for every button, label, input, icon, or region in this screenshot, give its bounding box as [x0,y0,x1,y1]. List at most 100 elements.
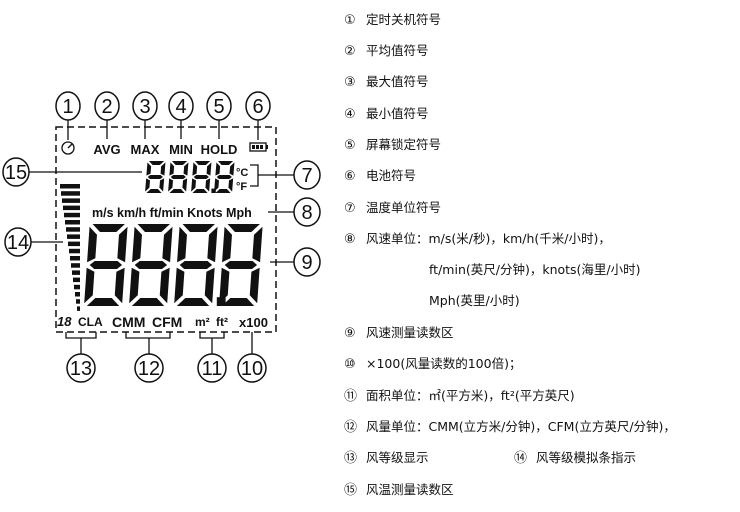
lcd-segment [192,162,198,176]
svg-text:1: 1 [62,96,73,118]
legend-text: 面积单位：㎡(平方米)，ft²(平方英尺) [366,388,575,403]
svg-text:11: 11 [202,358,223,380]
callout-13: 13 [65,332,97,383]
lcd-segment [84,267,95,304]
callout-5: 5 [206,91,232,139]
lcd-segment [159,178,165,192]
lcd-segment [87,226,97,263]
legend-item: ② 平均值符号 [344,43,429,60]
lcd-segment [228,178,234,192]
svg-text:14: 14 [7,232,29,254]
lcd-segment [169,162,175,176]
level-bar-segment [74,284,80,290]
legend-text: 最小值符号 [366,106,429,121]
legend-number: ⑭ [514,451,528,466]
legend-text: 平均值符号 [366,43,429,58]
m2-symbol: m² [195,315,210,329]
lcd-diagram: 1 2 3 4 5 6 AVG MAX MIN HOLD [2,91,321,383]
svg-text:8: 8 [301,202,312,224]
legend-number: ⑩ [344,357,356,372]
lcd-segment [221,298,255,306]
timer-icon [61,141,75,155]
svg-text:12: 12 [138,358,160,380]
lcd-segment [114,267,125,304]
lcd-segment [160,162,166,176]
level-bar-segment [65,220,80,225]
lcd-segment [222,226,232,263]
level-bar-segment [73,277,80,283]
lcd-segment [168,178,174,192]
wind-level-digit: 18 [57,314,72,329]
lcd-segment [131,298,165,306]
callout-14: 14 [4,227,63,257]
lcd-segment [171,161,188,165]
callout-2: 2 [94,91,120,139]
legend-number: ① [344,13,356,28]
lcd-segment [192,189,208,193]
lcd-segment [146,189,162,193]
callout-7: 7 [258,160,321,190]
level-bar-segment [69,248,80,254]
svg-text:5: 5 [213,96,224,118]
legend-number: ④ [344,107,356,122]
level-bar-segment [66,227,80,232]
lcd-segment [182,224,215,232]
lcd-segment [134,261,168,269]
level-bar-segment [68,241,80,247]
level-bar-segment [77,306,80,311]
lcd-segment [183,162,189,176]
legend-item: ④ 最小值符号 [344,106,429,123]
ft2-symbol: ft² [216,315,228,329]
legend-text: 风等级显示 [366,450,429,465]
legend-text: 风温测量读数区 [366,482,454,497]
svg-text:6: 6 [252,96,263,118]
callout-10: 10 [237,332,267,383]
lcd-frame [55,126,277,333]
legend-number: ⑨ [344,326,356,341]
lcd-segment [162,226,173,263]
lcd-segment [191,178,197,192]
legend-text: 最大值符号 [366,74,429,89]
svg-text:7: 7 [301,165,312,187]
lcd-segment [207,226,218,263]
lcd-segment [204,267,215,304]
legend-text: ×100(风量读数的100倍)； [366,356,522,371]
cfm-symbol: CFM [152,314,182,330]
wind-speed-reading-digits [84,224,263,306]
lcd-segment [177,226,187,263]
level-bar-segment [72,270,80,275]
level-bar-segment [67,234,80,239]
wind-level-bar [60,184,80,311]
callout-3: 3 [132,91,158,139]
svg-text:3: 3 [139,96,150,118]
lcd-segment [92,224,125,232]
battery-icon [249,142,268,152]
lcd-segment [117,226,128,263]
legend-text: 屏幕锁定符号 [366,137,442,152]
level-bar-segment [75,292,80,297]
level-bar-segment [76,299,80,304]
hold-symbol: HOLD [201,142,238,157]
lcd-segment [147,175,163,179]
legend-number: ⑬ [344,451,358,466]
max-symbol: MAX [131,142,160,157]
svg-text:15: 15 [5,162,27,184]
lcd-segment [205,178,211,192]
min-symbol: MIN [169,142,193,157]
level-bar-segment [64,212,80,218]
cmm-symbol: CMM [112,314,145,330]
lcd-segment [249,267,260,304]
cla-symbol: CLA [78,315,103,329]
callout-15: 15 [2,157,142,187]
level-bar-segment [63,205,80,211]
lcd-segment [194,161,211,165]
legend-number: ⑫ [344,420,358,435]
callout-1: 1 [55,91,81,140]
legend-number: ② [344,44,356,59]
